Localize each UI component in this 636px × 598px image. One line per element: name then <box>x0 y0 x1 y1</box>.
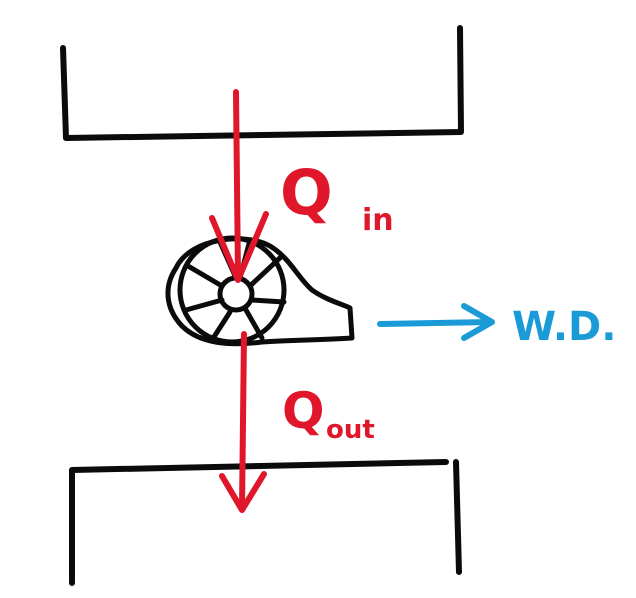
q-in-subscript: in <box>362 203 394 238</box>
cold-reservoir <box>69 459 462 586</box>
work-done-arrow <box>377 303 495 341</box>
work-done-label: W.D. <box>512 304 616 350</box>
q-out-subscript: out <box>326 415 375 445</box>
q-in-label: Q <box>280 156 333 229</box>
q-out-label: Q <box>282 382 325 440</box>
turbine-engine-icon <box>165 235 355 347</box>
hot-reservoir <box>60 25 464 141</box>
heat-in-arrow <box>209 89 269 283</box>
heat-out-arrow <box>219 331 267 513</box>
